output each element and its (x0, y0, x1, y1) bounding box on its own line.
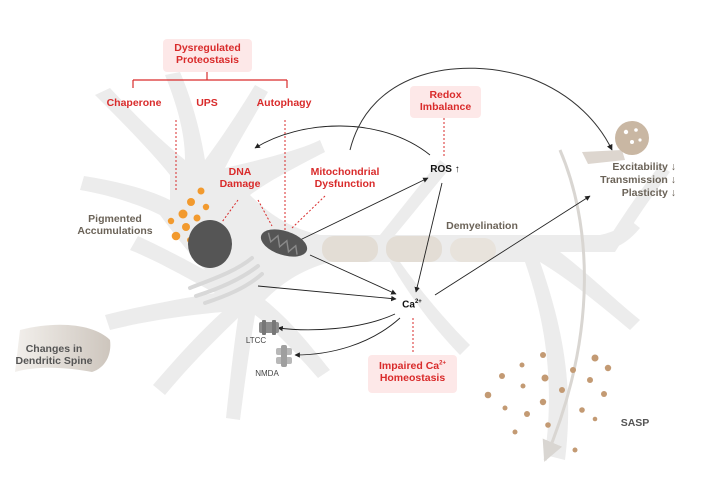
sasp-dots (484, 352, 612, 453)
pigmented-accumulations-label: Pigmented Accumulations (77, 213, 153, 238)
dysregulated-proteostasis-label: Dysregulated Proteostasis (174, 42, 241, 67)
ltcc-channel (259, 320, 279, 335)
ca-label: Ca2+ (402, 299, 422, 311)
ros-up-arrow: ↑ (454, 164, 460, 175)
demyelination-label: Demyelination (446, 220, 518, 232)
mitochondrial-dysfunction-label: Mitochondrial Dysfunction (310, 166, 380, 191)
changes-dendritic-spine-label: Changes in Dendritic Spine (15, 343, 93, 368)
sasp-label: SASP (620, 417, 650, 429)
arrow-grey-down (542, 149, 586, 462)
dashed-connectors (175, 118, 445, 352)
myelin-sheaths (322, 236, 496, 262)
ups-label: UPS (196, 97, 218, 109)
axon-terminal (582, 121, 649, 164)
impaired-ca-homeostasis-label: Impaired Ca2+ Homeostasis (379, 360, 446, 385)
ltcc-label: LTCC (245, 336, 267, 345)
dna-damage-label: DNA Damage (219, 166, 261, 191)
proteostasis-box (163, 39, 252, 72)
nmda-label: NMDA (255, 369, 279, 378)
chaperone-label: Chaperone (106, 97, 162, 109)
redox-imbalance-label: Redox Imbalance (419, 89, 472, 114)
arrow-curve-top (349, 67, 613, 151)
ros-label: ROS ↑ (430, 164, 460, 175)
mitochondrion (260, 229, 308, 257)
excitability-label: Excitability ↓ (612, 161, 676, 173)
proteostasis-bracket (132, 70, 288, 88)
autophagy-label: Autophagy (256, 97, 312, 109)
plasticity-label: Plasticity ↓ (621, 187, 676, 199)
black-arrows (254, 125, 591, 358)
neuron-shape (80, 72, 670, 460)
impaired-ca-box (368, 355, 457, 393)
golgi (188, 256, 264, 305)
nucleus (188, 220, 232, 268)
redox-box (410, 86, 481, 118)
nmda-channel (276, 345, 292, 367)
transmission-label: Transmission ↓ (600, 174, 676, 186)
dendritic-spine-shape (15, 324, 111, 372)
